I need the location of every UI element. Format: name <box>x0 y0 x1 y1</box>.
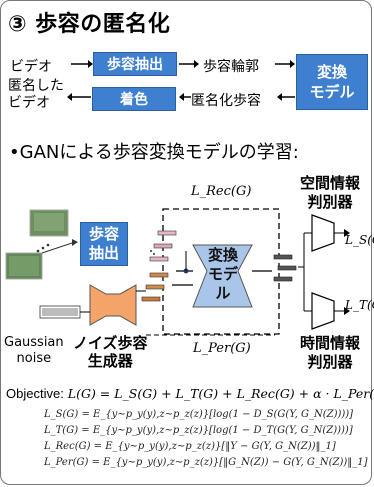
formula-ls: L_S(G) = E_{y∼p_y(y),z∼p_z(z)}[log(1 − D… <box>44 409 354 420</box>
input-video-thumbnails <box>5 209 78 280</box>
anonymized-gait-label: 匿名化歩容 <box>191 93 261 109</box>
gaussian-noise-label: Gaussian noise <box>4 335 64 366</box>
arrow-left-icon <box>67 93 91 101</box>
formula-lper: L_Per(G) = E_{y∼p_y(y),z∼p_z(z)}[‖G_N(Z)… <box>44 457 368 468</box>
video-label: ビデオ <box>10 59 52 75</box>
rec-loss-label: L_Rec(G) <box>191 184 252 199</box>
input-feature-strips <box>149 230 177 262</box>
spatial-discriminator-shape <box>311 214 335 252</box>
spatial-loss-label: L_S(G <box>345 233 374 247</box>
coloring-box: 着色 <box>92 87 176 111</box>
formula-lrec: L_Rec(G) = E_{y∼p_y(y),z∼p_z(z)}[‖Y − G(… <box>44 441 336 452</box>
transform-model-label: 変換 モデル <box>207 246 238 302</box>
objective-formula: L(G) = L_S(G) + L_T(G) + L_Rec(G) + α · … <box>67 386 374 401</box>
spatial-discriminator-label: 空間情報 判別器 <box>300 174 361 211</box>
arrow-right-icon <box>71 60 93 68</box>
arrow-right-icon <box>179 60 199 68</box>
slide-title: ③ 歩容の匿名化 <box>8 12 171 37</box>
objective-label: Objective: <box>6 386 64 401</box>
gait-extraction-box: 歩容抽出 <box>93 52 177 76</box>
temporal-discriminator-shape <box>311 292 335 330</box>
gait-extract-box: 歩容 抽出 <box>80 222 128 266</box>
arrow-left-icon <box>179 93 191 101</box>
output-feature-strips <box>273 254 297 282</box>
gan-diagram <box>5 208 350 336</box>
arrow-left-icon <box>277 93 295 101</box>
objective-line: Objective: L(G) = L_S(G) + L_T(G) + L_Re… <box>6 386 374 401</box>
temporal-loss-label: L_T(G <box>345 298 374 312</box>
per-loss-label: L_Per(G) <box>193 341 251 356</box>
noise-generator-shape <box>89 284 137 326</box>
temporal-discriminator-label: 時間情報 判別器 <box>300 334 361 371</box>
gait-silhouette-label: 歩容輪郭 <box>203 59 259 75</box>
transform-model-box: 変換 モデル <box>296 54 368 110</box>
arrow-right-icon <box>275 60 295 68</box>
gan-section-title: •GANによる歩容変換モデルの学習: <box>9 142 299 163</box>
noise-generator-label: ノイズ歩容 生成器 <box>73 334 148 370</box>
anonymized-video-label: 匿名した ビデオ <box>8 78 64 111</box>
transform-model-shape <box>192 244 253 308</box>
noise-feature-strips <box>141 272 169 302</box>
formula-lt: L_T(G) = E_{y∼p_y(y),z∼p_z(z)}[log(1 − D… <box>44 425 353 436</box>
